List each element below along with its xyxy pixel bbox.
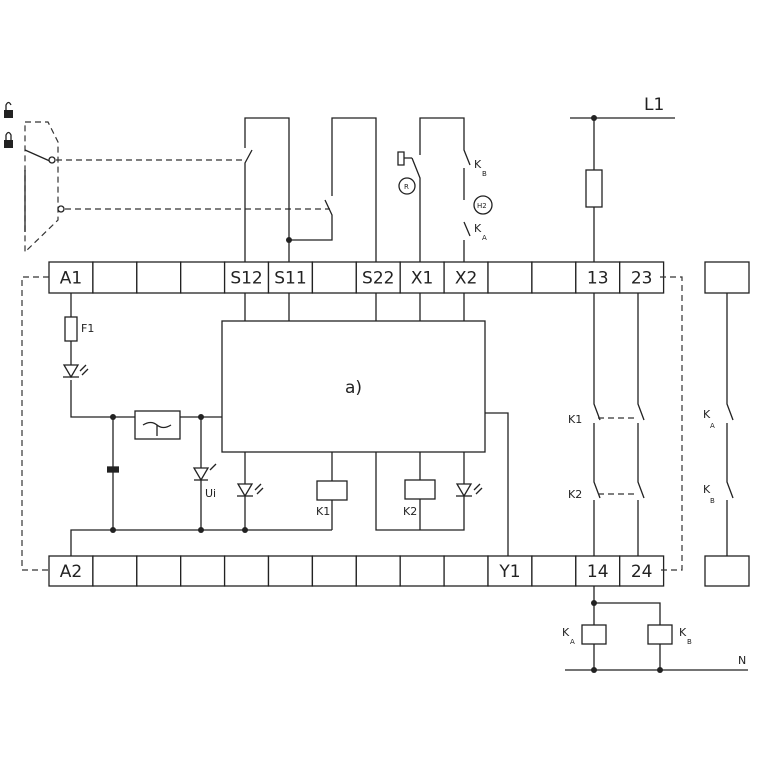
top-terminal-label-x2: X2 [455,269,477,289]
guard-contact-2 [57,205,65,213]
a1-supply-line [70,293,135,418]
bottom-terminal-cell [487,555,533,587]
control-module-label: a) [345,378,362,398]
output-contact-13-14 [593,293,601,556]
top-terminal-cell [575,261,621,294]
extension-contact-wiring [726,293,734,556]
top-terminal-cell [531,261,577,294]
relay-k1-coil [316,480,348,501]
device-enclosure-boundary [21,276,683,571]
output-contact-23-24 [637,293,645,556]
x2-contact-kb-sub: B [482,170,487,178]
module-input-lines [244,293,465,321]
bottom-terminal-cell [136,555,182,587]
safety-guard-lock-icon [4,101,13,148]
top-terminal-label-13: 13 [587,269,609,289]
top-terminal-label-s22: S22 [362,269,394,289]
extension-kb-sub: B [710,497,715,505]
top-terminal-cell [311,261,357,294]
load-coil-ka-sub: A [570,638,575,646]
k2-led-icon [455,483,483,498]
s12-s11-channel-wiring [244,117,290,262]
fuse-f1-label: F1 [81,322,94,335]
top-terminal-cell [267,261,314,294]
fuse-f1-symbol [64,316,78,342]
l1-supply-line [570,117,675,262]
bottom-terminal-cell [311,555,357,587]
converter-symbol [142,421,172,436]
top-terminal-cell [180,261,226,294]
s11-s22-channel-wiring [289,117,377,262]
y1-output-line [485,412,509,556]
l1-label: L1 [644,95,664,115]
top-terminal-cell [223,261,270,294]
bottom-terminal-cell [355,555,401,587]
reset-button-symbol [397,151,412,166]
load-coil-ka [581,624,607,645]
top-terminal-label-a1: A1 [60,269,82,289]
bottom-terminal-cell [180,555,226,587]
l1-fuse-symbol [585,169,603,208]
bottom-terminal-cell [92,555,138,587]
contact-k2-label: K2 [568,488,582,501]
power-led-icon [62,364,89,379]
x2-contact-ka-label: K [474,222,482,235]
extension-top-terminal [704,261,750,294]
reset-loop-wiring [411,117,471,262]
neutral-label: N [738,654,746,667]
ui-diode-icon [192,463,217,482]
guard-actuator [24,149,53,232]
top-terminal-cell [399,261,445,294]
top-terminal-cell [619,261,665,294]
top-terminal-label-s12: S12 [230,269,262,289]
lamp-h2-label: H2 [477,202,487,210]
relay-k2-coil [404,479,436,500]
channel-led-icon [236,483,264,498]
top-terminal-label-s11: S11 [274,269,306,289]
bottom-terminal-cell [267,555,314,587]
top-terminal-strip: A1 S12 S11 S22 X1 X2 13 23 [48,261,665,294]
bottom-terminal-cell [223,555,270,587]
bottom-terminal-label-14: 14 [587,562,609,582]
bottom-terminal-cell [399,555,445,587]
extension-bottom-terminal [704,555,750,587]
reset-button-label: R [404,183,409,191]
top-terminal-cell [136,261,182,294]
x2-contact-kb-label: K [474,158,482,171]
contact-k1-label: K1 [568,413,582,426]
capacitor-symbol [107,466,119,473]
lamp-h2-icon [473,195,493,215]
top-terminal-cell [92,261,138,294]
load-coil-kb-sub: B [687,638,692,646]
load-coil-ka-label: K [562,626,570,639]
extension-kb-label: K [703,483,711,496]
relay-k1-label: K1 [316,505,330,518]
bottom-terminal-cell [619,555,665,587]
top-terminal-label-x1: X1 [411,269,433,289]
reset-button-icon [398,177,416,195]
top-terminal-cell [443,261,489,294]
extension-ka-label: K [703,408,711,421]
top-terminal-cell [487,261,533,294]
bottom-terminal-cell [443,555,489,587]
bottom-terminal-label-y1: Y1 [498,562,520,582]
bottom-terminal-cell [531,555,577,587]
load-coil-kb-label: K [679,626,687,639]
top-terminal-label-23: 23 [631,269,653,289]
bottom-terminal-label-a2: A2 [60,562,82,582]
x2-contact-ka-sub: A [482,234,487,242]
guard-contact-1 [48,156,56,164]
relay-k2-label: K2 [403,505,417,518]
bottom-terminal-label-24: 24 [631,562,653,582]
load-coil-kb [647,624,673,645]
safety-guard-door [24,121,59,254]
bottom-terminal-cell [48,555,94,587]
control-module [221,320,486,453]
bottom-terminal-strip: A2 Y1 14 24 [48,555,665,587]
ui-label: Ui [205,487,216,500]
extension-ka-sub: A [710,422,715,430]
